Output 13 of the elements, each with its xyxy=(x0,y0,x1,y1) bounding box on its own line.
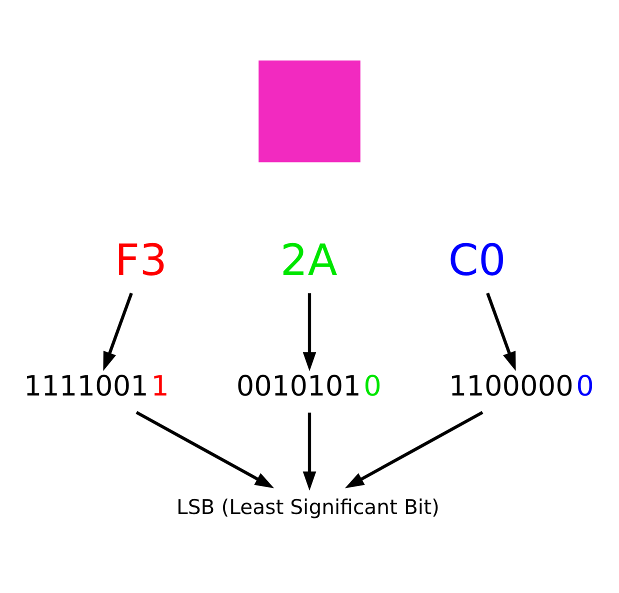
node-text: 2A xyxy=(280,236,338,286)
node-box xyxy=(258,60,360,162)
arrow xyxy=(486,292,516,371)
arrow xyxy=(302,293,316,372)
arrow xyxy=(136,411,274,488)
arrow xyxy=(344,411,484,488)
node-text: LSB (Least Significant Bit) xyxy=(176,494,440,519)
node-text: F3 xyxy=(114,236,168,286)
node-text: 00101010 xyxy=(236,369,382,402)
arrow xyxy=(103,292,133,371)
node-text: 11000000 xyxy=(448,369,594,402)
node-text: C0 xyxy=(448,236,506,286)
arrow xyxy=(302,412,316,491)
